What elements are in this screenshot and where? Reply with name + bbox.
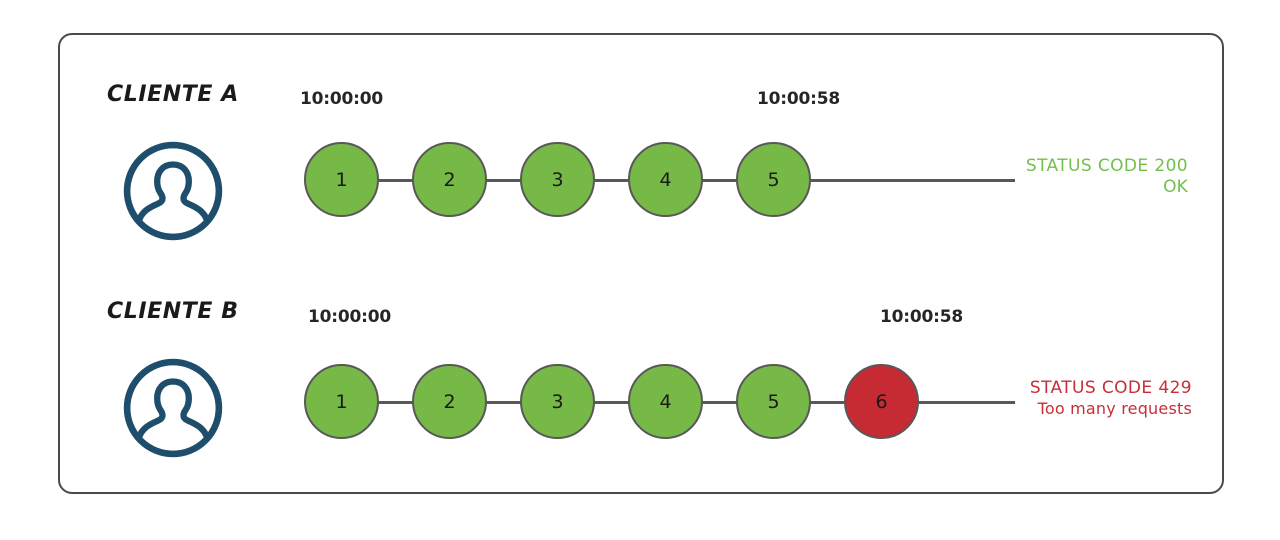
status-text-line: OK [1163,177,1188,198]
status-badge-a: STATUS CODE 200 OK [1026,156,1188,199]
client-a-label: CLIENTE A [107,82,239,107]
connector-b-5 [773,400,883,404]
status-badge-b: STATUS CODE 429 Too many requests [1030,378,1192,419]
status-code-line: STATUS CODE 200 [1025,156,1188,176]
connector-b-4 [665,400,775,404]
request-node-number: 3 [551,168,564,191]
client-b-timestamp-end: 10:00:58 [880,307,963,327]
client-b-label: CLIENTE B [107,299,239,324]
request-node[interactable]: 2 [412,142,487,217]
request-node[interactable]: 5 [736,364,811,439]
request-node-number: 5 [767,390,780,413]
client-b-timestamp-start: 10:00:00 [308,307,391,327]
request-node[interactable]: 1 [304,364,379,439]
connector-b-3 [557,400,667,404]
request-node-number: 6 [875,390,888,413]
status-code-line: STATUS CODE 429 [1029,378,1192,398]
connector-a-4 [665,178,775,182]
request-node-number: 2 [443,390,456,413]
connector-b-2 [449,400,559,404]
connector-a-1 [341,178,451,182]
client-a-timestamp-start: 10:00:00 [300,89,383,109]
request-node[interactable]: 5 [736,142,811,217]
request-node-rejected[interactable]: 6 [844,364,919,439]
connector-a-tail [773,178,1015,182]
connector-a-3 [557,178,667,182]
request-node-number: 4 [659,168,672,191]
request-node[interactable]: 4 [628,364,703,439]
request-node-number: 2 [443,168,456,191]
request-node[interactable]: 2 [412,364,487,439]
request-node-number: 1 [335,168,348,191]
request-node-number: 1 [335,390,348,413]
user-avatar-icon [122,357,224,459]
request-node-number: 3 [551,390,564,413]
connector-b-tail [881,400,1015,404]
diagram-panel: CLIENTE A 10:00:00 10:00:58 1 2 [58,33,1224,494]
request-node-number: 5 [767,168,780,191]
request-node[interactable]: 1 [304,142,379,217]
status-text-line: Too many requests [1037,399,1192,419]
user-avatar-icon [122,140,224,242]
connector-a-2 [449,178,559,182]
request-node[interactable]: 3 [520,142,595,217]
request-node[interactable]: 3 [520,364,595,439]
connector-b-1 [341,400,451,404]
client-a-timestamp-end: 10:00:58 [757,89,840,109]
request-node[interactable]: 4 [628,142,703,217]
request-node-number: 4 [659,390,672,413]
